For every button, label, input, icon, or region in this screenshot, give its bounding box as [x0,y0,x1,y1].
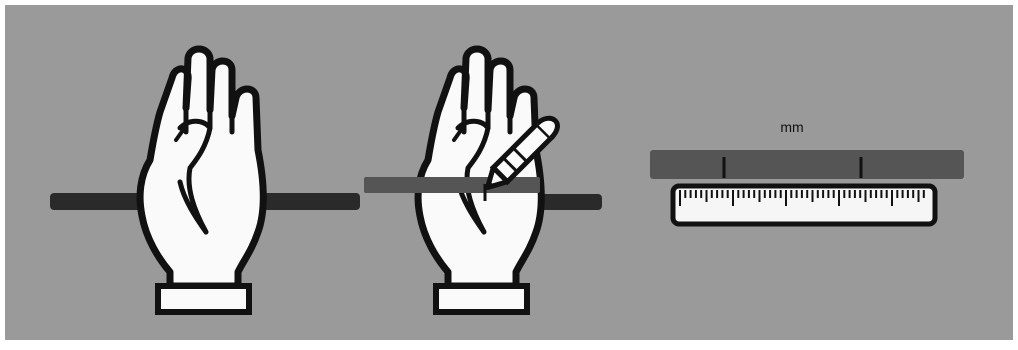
unit-label: mm [770,119,814,135]
ruler-icon [673,186,935,224]
measuring-strip-overlap [364,177,540,193]
unrolled-strip [650,150,964,179]
panel-measure-strip [650,150,964,224]
